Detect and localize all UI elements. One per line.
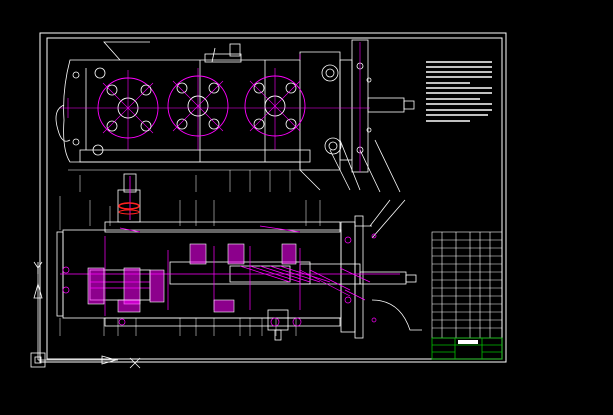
highlighted-shaft-ring-lower <box>118 209 140 215</box>
bolt-circles <box>72 62 372 156</box>
highlighted-shaft-ring[interactable] <box>118 202 140 210</box>
notes-block <box>426 61 492 122</box>
outer-sheet-frame <box>39 32 507 363</box>
section-dimension-ticks <box>59 196 321 336</box>
gear-blocks <box>87 243 297 313</box>
section-bolts <box>62 233 377 327</box>
inner-sheet-frame <box>46 37 503 360</box>
title-block <box>431 337 503 360</box>
ucs-axis-icon <box>30 261 118 368</box>
crosshair-cursor-icon <box>129 357 141 369</box>
top-centerlines <box>60 42 370 172</box>
top-dimension-ticks <box>68 169 330 192</box>
parts-list-table <box>431 231 503 339</box>
